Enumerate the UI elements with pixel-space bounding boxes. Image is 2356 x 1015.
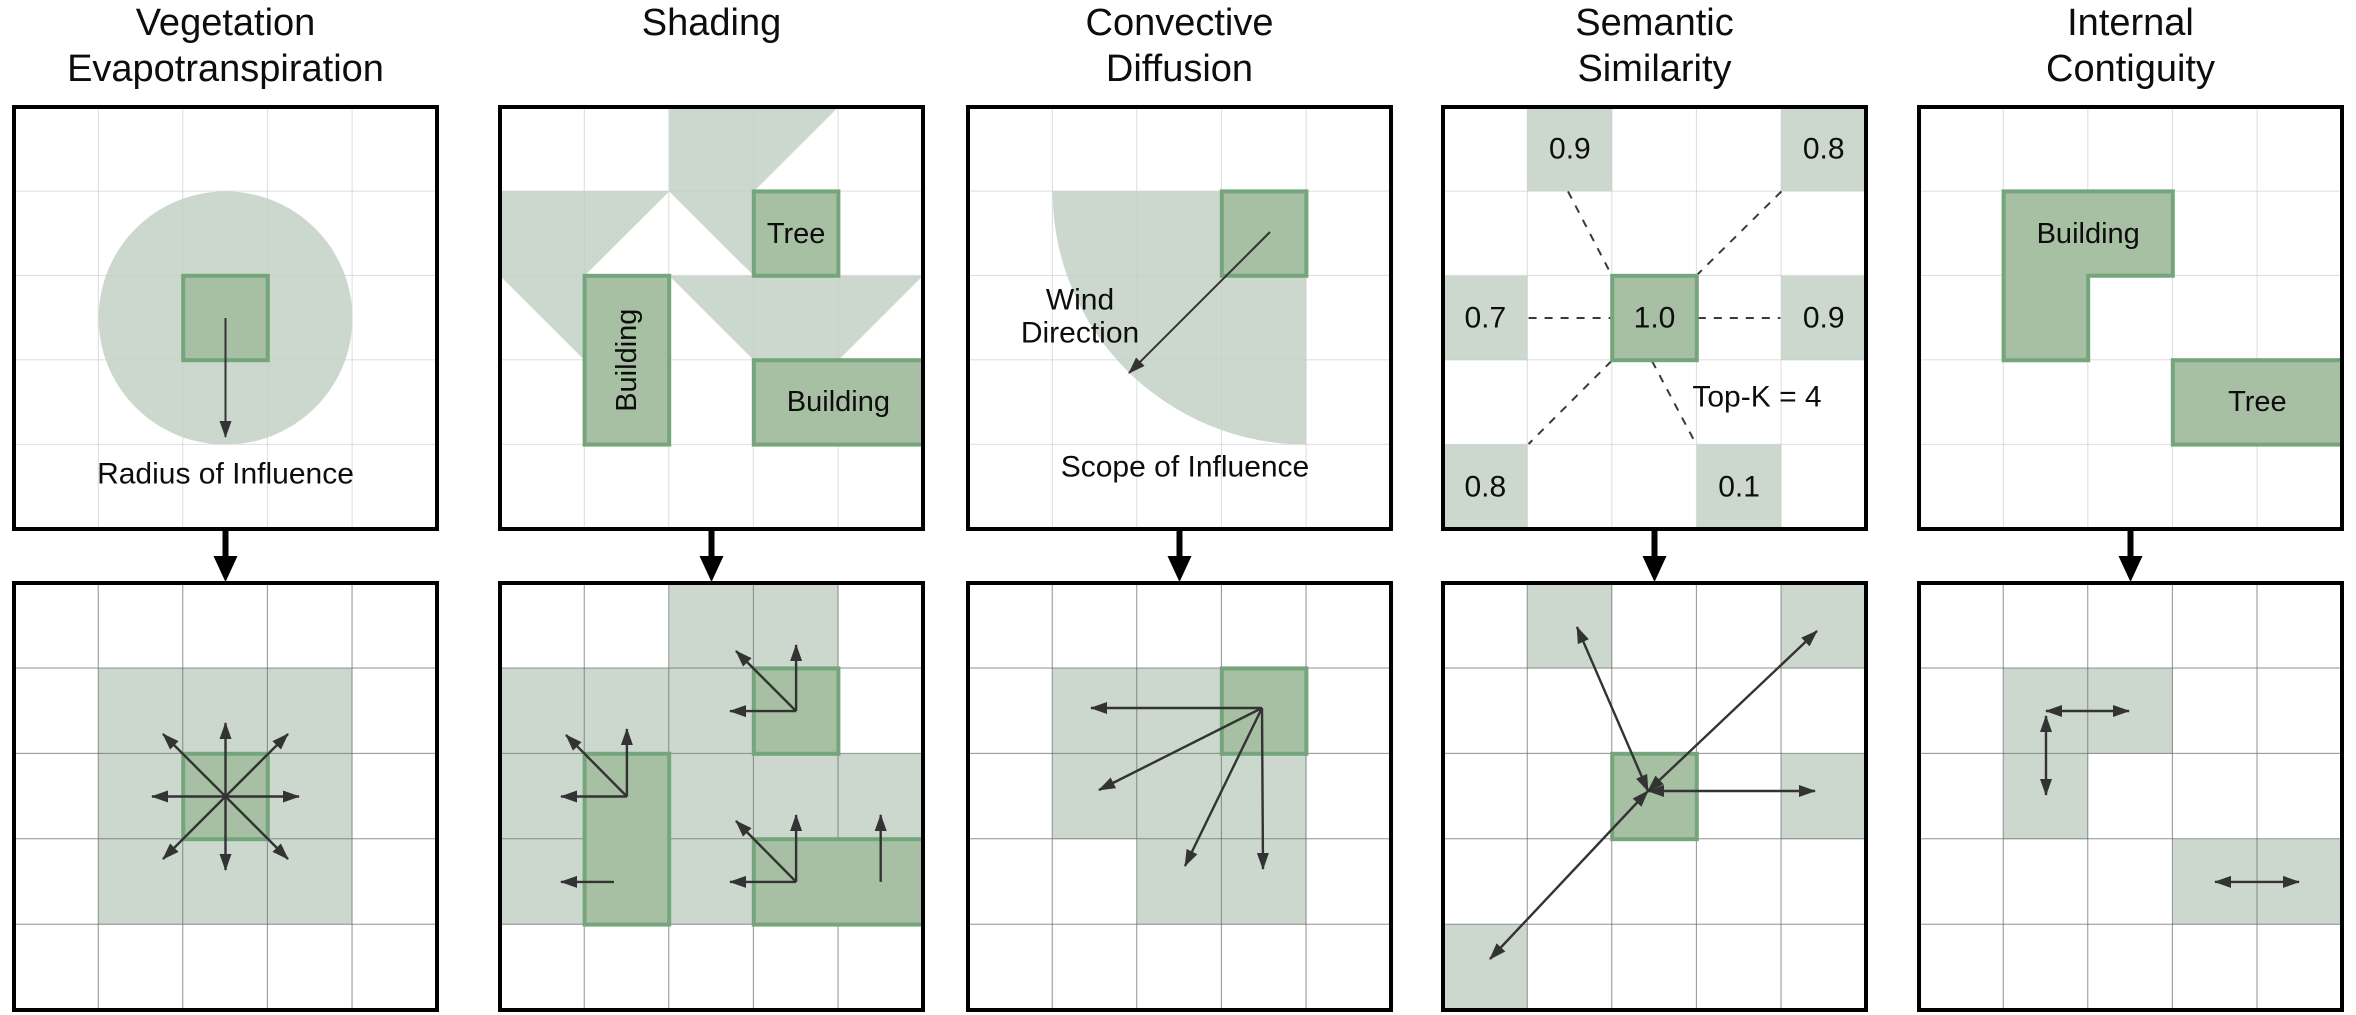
bottom-grid-vegetation [12, 581, 439, 1012]
panel-convective-diffusion: Convective Diffusion Wind Direction Scop… [966, 2, 1393, 1012]
grid-lines [1919, 107, 2342, 529]
grid-lines [500, 107, 923, 529]
connector-arrow [213, 531, 238, 582]
tree-cell [751, 189, 841, 278]
tree-label: Tree [2228, 386, 2287, 418]
grid-lines [1919, 583, 2342, 1010]
building-vertical-label: Building [611, 309, 643, 412]
connector-arrow [1167, 531, 1192, 582]
connector-arrow [699, 531, 724, 582]
grid-frame [498, 581, 925, 1012]
building-cell [2001, 189, 2175, 363]
similarity-value-bottom-right: 0.1 [1718, 470, 1760, 503]
panel-title-line2: Diffusion [1106, 48, 1253, 90]
convective-arrows [1090, 702, 1269, 870]
top-grid-semantic: 0.9 0.8 0.7 1.0 0.9 0.8 0.1 Top-K = 4 [1441, 105, 1868, 531]
panel-title-line2: Evapotranspiration [67, 48, 384, 90]
diffusion-arrows [151, 722, 300, 871]
scope-of-influence-label: Scope of Influence [1061, 451, 1310, 484]
top-grid-shading: Tree Building Building [498, 105, 925, 531]
building-label: Building [2037, 218, 2140, 250]
panel-vegetation-evapotranspiration: Vegetation Evapotranspiration Radius of … [12, 2, 439, 1012]
similarity-value-left: 0.7 [1464, 302, 1506, 335]
tree-label: Tree [767, 218, 826, 250]
panel-title-line1: Convective [1086, 2, 1274, 44]
similarity-value-center: 1.0 [1634, 302, 1676, 335]
grid-frame [966, 581, 1393, 1012]
bottom-grid-convective [966, 581, 1393, 1012]
query-cell [1610, 751, 1699, 842]
similarity-value-right: 0.9 [1803, 302, 1845, 335]
shading-arrows [560, 644, 887, 888]
top-k-label: Top-K = 4 [1692, 381, 1821, 414]
grid-frame [1441, 581, 1868, 1012]
panel-title-line1: Shading [642, 2, 781, 44]
source-cell [1219, 666, 1309, 756]
connector-arrow [2118, 531, 2143, 582]
building-vertical-cell [582, 273, 672, 447]
top-grid-vegetation: Radius of Influence [12, 105, 439, 531]
panel-title-line2: Similarity [1577, 48, 1731, 90]
panel-title-line2: Contiguity [2046, 48, 2215, 90]
bottom-grid-shading [498, 581, 925, 1012]
bottom-grid-semantic [1441, 581, 1868, 1012]
connector-arrow [1642, 531, 1667, 582]
query-cell [1610, 273, 1699, 363]
source-cell [1219, 189, 1309, 278]
building-horizontal-label: Building [787, 386, 890, 418]
similarity-arrows [1489, 626, 1818, 960]
panel-title-line1: Vegetation [136, 2, 316, 44]
top-grid-contiguity: Building Tree [1917, 105, 2344, 531]
grid-frame [12, 105, 439, 531]
wind-label-line1: Wind [1046, 284, 1114, 317]
similarity-value-bottom-left: 0.8 [1464, 470, 1506, 503]
grid-frame [1917, 105, 2344, 531]
grid-lines [968, 583, 1391, 1010]
grid-frame [12, 581, 439, 1012]
grid-lines [968, 107, 1391, 529]
panel-internal-contiguity: Internal Contiguity Building Tree [1917, 2, 2344, 1012]
similarity-value-top-right: 0.8 [1803, 133, 1845, 166]
grid-frame [1441, 105, 1868, 531]
grid-frame [498, 105, 925, 531]
similarity-value-top: 0.9 [1549, 133, 1591, 166]
panel-title-line1: Internal [2067, 2, 2194, 44]
grid-frame [966, 105, 1393, 531]
tree-cell [2170, 358, 2344, 447]
radius-of-influence-label: Radius of Influence [97, 458, 354, 491]
contiguity-arrows [2040, 705, 2300, 888]
panel-shading: Shading Tree Building Building [498, 2, 925, 1012]
wind-direction-arrow [1128, 231, 1271, 374]
panel-semantic-similarity: Semantic Similarity 0.9 0.8 [1441, 2, 1868, 1012]
building-horizontal-cell [751, 358, 925, 447]
grid-frame [1917, 581, 2344, 1012]
similarity-links [1527, 190, 1783, 445]
wind-label-line2: Direction [1021, 317, 1139, 350]
top-grid-convective: Wind Direction Scope of Influence [966, 105, 1393, 531]
bottom-grid-contiguity [1917, 581, 2344, 1012]
panel-title-line1: Semantic [1575, 2, 1733, 44]
